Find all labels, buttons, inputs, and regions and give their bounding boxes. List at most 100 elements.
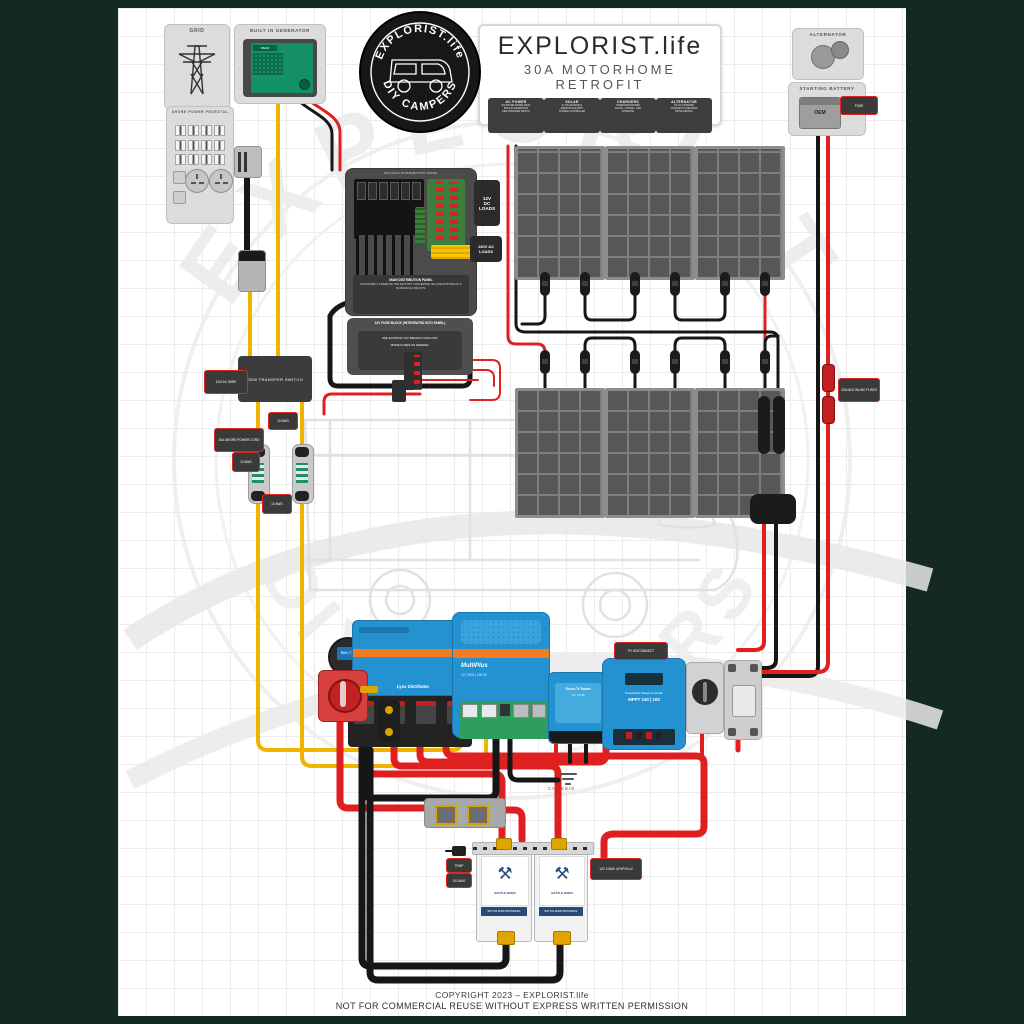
starting-battery-label: STARTING BATTERY bbox=[799, 86, 855, 91]
solar-panel bbox=[515, 146, 605, 280]
annotation-label: 20A MC4 INLINE FUSES bbox=[838, 378, 880, 402]
pedestal-breakers bbox=[175, 125, 225, 167]
multiplus-terminals bbox=[459, 701, 549, 739]
solar-feed-positive bbox=[506, 144, 547, 358]
generator-box: BUILT IN GENERATOR ONAN bbox=[234, 24, 326, 104]
mc4-connector bbox=[630, 350, 640, 374]
generator-brand: ONAN bbox=[253, 45, 277, 51]
battery-neg-terminal bbox=[553, 931, 571, 945]
panel-dc-feed bbox=[327, 297, 473, 389]
dc-terminal-strip bbox=[415, 207, 425, 245]
mc4-connector bbox=[720, 272, 730, 296]
generator-unit: ONAN bbox=[243, 39, 317, 97]
outlet-50a bbox=[209, 169, 233, 193]
title-box: EXPLORIST.life 30A MOTORHOME RETROFIT AC… bbox=[478, 24, 722, 133]
transmission-tower-icon bbox=[178, 45, 216, 95]
solar-panel bbox=[605, 146, 695, 280]
mc4-connector bbox=[670, 272, 680, 296]
battery-bus-rail bbox=[472, 842, 594, 855]
house-battery: ⚒ BATTLE BORN BATTLE BORN BATTERIES bbox=[534, 842, 588, 945]
battery-brand-label: BATTLE BORN bbox=[494, 891, 516, 895]
dc-fuse-board bbox=[427, 179, 465, 251]
annotation-label: 10 AWG bbox=[268, 412, 298, 430]
start-batt-positive bbox=[754, 132, 830, 674]
pedestal-receptacle bbox=[173, 191, 186, 204]
reuse-notice-line: NOT FOR COMMERCIAL REUSE WITHOUT EXPRESS… bbox=[335, 1001, 689, 1011]
battery-brand-label: BATTLE BORN bbox=[551, 891, 573, 895]
rotary-disconnect bbox=[686, 662, 724, 734]
oem-battery: OEM bbox=[799, 97, 841, 129]
fuse-block-note: 12V FUSE BLOCK (INTEGRATED INTO PANEL) U… bbox=[347, 318, 473, 375]
mc4-connector bbox=[540, 350, 550, 374]
battery-brand-logo: ⚒ bbox=[497, 864, 513, 883]
mppt-model-label: MPPT 150 | 100 bbox=[628, 697, 660, 702]
battery-brand-logo: ⚒ bbox=[554, 864, 570, 883]
ac-junction-connector bbox=[292, 444, 314, 504]
dc-breaker bbox=[724, 660, 762, 740]
shore-pedestal-label: SHORE POWER PEDESTAL bbox=[171, 110, 229, 114]
multiplus-stripe bbox=[453, 649, 549, 658]
mc4-connector bbox=[540, 272, 550, 296]
annotation-label: TEMP bbox=[446, 858, 472, 873]
battery-strip-label: BATTLE BORN BATTERIES bbox=[481, 907, 527, 916]
dc-positive-cables bbox=[336, 712, 708, 862]
alternator-body-icon bbox=[831, 41, 849, 59]
mc4-connector bbox=[630, 272, 640, 296]
generator-face: ONAN bbox=[251, 43, 313, 93]
multiplus-sub-label: 12 | 3000 | 120-50 bbox=[461, 673, 487, 677]
generator-neutral bbox=[296, 98, 334, 172]
annotation-label: FUSE bbox=[840, 96, 878, 115]
explorist-badge-logo: EXPLORIST.life DIY CAMPERS bbox=[359, 11, 481, 133]
diagram-subtitle: 30A MOTORHOME RETROFIT bbox=[523, 62, 677, 92]
chassis-ground-cable bbox=[507, 733, 561, 783]
shore-cord-label: 30A SHORE POWER CORD bbox=[240, 190, 243, 232]
mc4-connector bbox=[720, 350, 730, 374]
chassis-ground-symbol bbox=[559, 773, 577, 785]
annotation-label: 10/3 AC WIRE bbox=[204, 370, 248, 394]
switch-bus-link bbox=[360, 686, 378, 693]
annotation-label: 12V 100Ah LiFePO4 x2 bbox=[590, 858, 642, 880]
multiplus-inverter: MultiPlus 12 | 3000 | 120-50 bbox=[452, 612, 550, 739]
annotation-label: PV DISCONNECT bbox=[614, 642, 668, 660]
panel-note: MAIN DISTRIBUTION PANEL DISCONNECT & REM… bbox=[353, 275, 469, 314]
generator-label: BUILT IN GENERATOR bbox=[249, 28, 311, 33]
annotation-label: 2/0 AWG bbox=[446, 873, 472, 888]
annotation-label: 10 AWG bbox=[232, 452, 260, 472]
fuseblock-wire bbox=[322, 392, 422, 416]
shore-pedestal-box: SHORE POWER PEDESTAL bbox=[166, 106, 234, 224]
battery-disconnect-switch bbox=[318, 670, 368, 722]
orion-sub-label: 12 | 12-30 bbox=[571, 693, 585, 697]
mc4-connector bbox=[760, 272, 770, 296]
badge-van-sketch bbox=[389, 59, 453, 93]
solar-panel bbox=[605, 388, 695, 518]
solar-panel bbox=[695, 146, 785, 280]
distribution-panel: 30A MAIN DISTRIBUTION PANEL MAIN DISTRIB… bbox=[345, 168, 477, 316]
fuseblock-branch-wires bbox=[419, 359, 501, 401]
mc4-connector bbox=[580, 272, 590, 296]
battery-strip-label: BATTLE BORN BATTERIES bbox=[539, 907, 583, 916]
pv-inline-connector bbox=[773, 396, 785, 454]
grid-label: GRID bbox=[189, 28, 205, 34]
mppt-label: SmartSolar charge controller bbox=[624, 691, 664, 695]
solar-panel bbox=[515, 388, 605, 518]
orion-label: Orion-Tr Smart bbox=[565, 687, 591, 691]
battery-fuse-holder bbox=[424, 798, 506, 828]
annotation-label: 30A SHORE POWER CORD bbox=[214, 428, 264, 452]
battery-pos-clamp bbox=[551, 838, 567, 850]
mc4-connector bbox=[760, 350, 770, 374]
pv-out-positive bbox=[736, 522, 766, 652]
generator-vents bbox=[253, 53, 283, 75]
copyright-line: COPYRIGHT 2023 – EXPLORIST.life bbox=[435, 990, 589, 1000]
annotation-label: 10 AWG bbox=[262, 494, 292, 514]
watermark-swoosh bbox=[123, 510, 934, 650]
oem-battery-label: OEM bbox=[814, 110, 826, 116]
mc4-connector bbox=[580, 350, 590, 374]
pv-inline-connector bbox=[758, 396, 770, 454]
